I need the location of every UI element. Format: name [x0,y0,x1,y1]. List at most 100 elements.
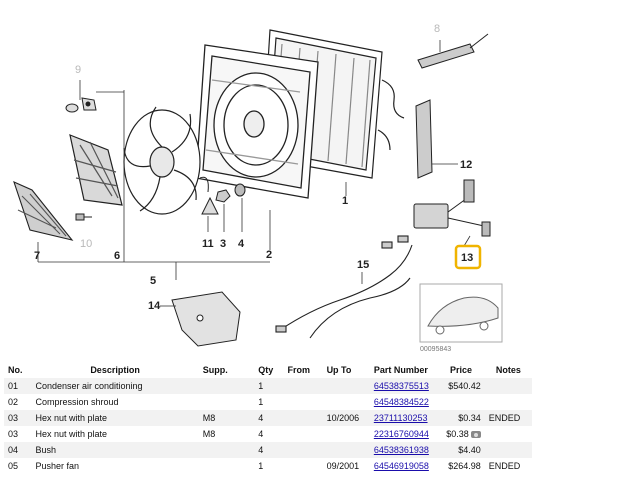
cell-supp [198,394,255,410]
compression-shroud-drawing[interactable] [195,44,319,199]
cell-qty: 1 [254,394,284,410]
cell-from [283,394,323,410]
callout-13[interactable]: 13 [461,252,473,264]
callout-5[interactable]: 5 [150,275,156,287]
callout-9[interactable]: 9 [75,64,81,76]
part-number-link[interactable]: 22316760944 [373,429,429,439]
car-thumbnail [419,283,503,343]
bracket-12-drawing[interactable] [415,99,433,179]
cell-price: $4.40 [437,442,485,458]
fan-shroud-drawing[interactable] [69,134,123,206]
part-number-link[interactable]: 64548384522 [373,397,429,407]
cell-no: 04 [4,442,32,458]
callout-11[interactable]: 11 [202,238,214,250]
cell-price: $264.98 [437,458,485,474]
header-from: From [283,362,323,378]
table-row: 03 Hex nut with plate M8 4 10/2006 23711… [4,410,532,426]
header-up-to: Up To [322,362,370,378]
cell-no: 02 [4,394,32,410]
cell-qty: 1 [254,378,284,394]
cell-description: Pusher fan [31,458,199,474]
resistor-13-drawing[interactable] [413,179,491,237]
callout-4[interactable]: 4 [238,238,245,250]
clip-11-drawing[interactable] [199,176,219,215]
cell-from [283,442,323,458]
cell-price: $0.34 [437,410,485,426]
table-row: 05 Pusher fan 1 09/2001 64546919058 $264… [4,458,532,474]
callout-2[interactable]: 2 [266,249,272,261]
cell-up-to [322,378,370,394]
parts-diagram: 00095843 1 2 3 4 5 6 7 8 9 10 11 12 13 1… [13,23,503,353]
cell-description: Bush [31,442,199,458]
callout-10[interactable]: 10 [80,238,92,250]
cell-from [283,458,323,474]
diagram-number: 00095843 [420,346,451,353]
cell-up-to [322,394,370,410]
cell-description: Condenser air conditioning [31,378,199,394]
part-number-link[interactable]: 64546919058 [373,461,429,471]
callout-3[interactable]: 3 [220,238,226,250]
cell-supp: M8 [198,410,255,426]
cell-qty: 4 [254,410,284,426]
cell-qty: 4 [254,426,284,442]
cell-notes: ENDED [484,458,532,474]
cell-no: 01 [4,378,32,394]
table-row: 04 Bush 4 64538361938 $4.40 [4,442,532,458]
cell-price: $0.38 [446,429,469,439]
callout-6[interactable]: 6 [114,250,120,262]
cell-notes [484,426,532,442]
cell-description: Hex nut with plate [31,426,199,442]
part-number-link[interactable]: 64538361938 [373,445,429,455]
bracket-9-drawing[interactable] [65,97,97,113]
cell-notes [484,394,532,410]
cell-supp [198,378,255,394]
table-row: 03 Hex nut with plate M8 4 22316760944 $… [4,426,532,442]
callout-14[interactable]: 14 [148,300,161,312]
cell-from [283,426,323,442]
screw-10-drawing[interactable] [75,213,92,221]
callout-12[interactable]: 12 [460,159,472,171]
cell-notes: ENDED [484,410,532,426]
cell-description: Hex nut with plate [31,410,199,426]
header-notes: Notes [484,362,532,378]
table-header-row: No. Description Supp. Qty From Up To Par… [4,362,532,378]
bush-4-drawing[interactable] [234,183,246,197]
cell-no: 03 [4,426,32,442]
callout-8[interactable]: 8 [434,23,440,35]
cell-from [283,378,323,394]
callout-7[interactable]: 7 [34,250,40,262]
table-row: 02 Compression shroud 1 64548384522 [4,394,532,410]
parts-table: No. Description Supp. Qty From Up To Par… [4,362,532,474]
cell-notes [484,442,532,458]
part-number-link[interactable]: 23711130253 [373,413,428,423]
header-part-number: Part Number [369,362,438,378]
nut-3-drawing[interactable] [215,189,231,203]
cell-supp [198,458,255,474]
fan-grille-drawing[interactable] [13,180,74,241]
cell-supp [198,442,255,458]
cell-up-to: 09/2001 [322,458,370,474]
header-description: Description [31,362,199,378]
bracket-14-drawing[interactable] [171,291,241,347]
cell-up-to [322,442,370,458]
callout-13-highlight [454,244,482,270]
header-price: Price [437,362,485,378]
part-number-link[interactable]: 64538375513 [373,381,429,391]
header-no: No. [4,362,32,378]
callout-1[interactable]: 1 [342,195,348,207]
cell-from [283,410,323,426]
camera-icon[interactable] [470,431,481,439]
pusher-fan-drawing[interactable] [123,106,201,215]
cell-qty: 4 [254,442,284,458]
callout-15[interactable]: 15 [357,259,369,271]
leader-lines [37,40,471,307]
header-supp: Supp. [198,362,255,378]
cell-price: $540.42 [437,378,485,394]
cell-price-wrap: $0.38 [437,426,485,442]
cell-notes [484,378,532,394]
header-qty: Qty [254,362,284,378]
cell-no: 05 [4,458,32,474]
cell-description: Compression shroud [31,394,199,410]
bracket-8-drawing[interactable] [417,33,489,69]
harness-15-drawing[interactable] [275,235,413,339]
